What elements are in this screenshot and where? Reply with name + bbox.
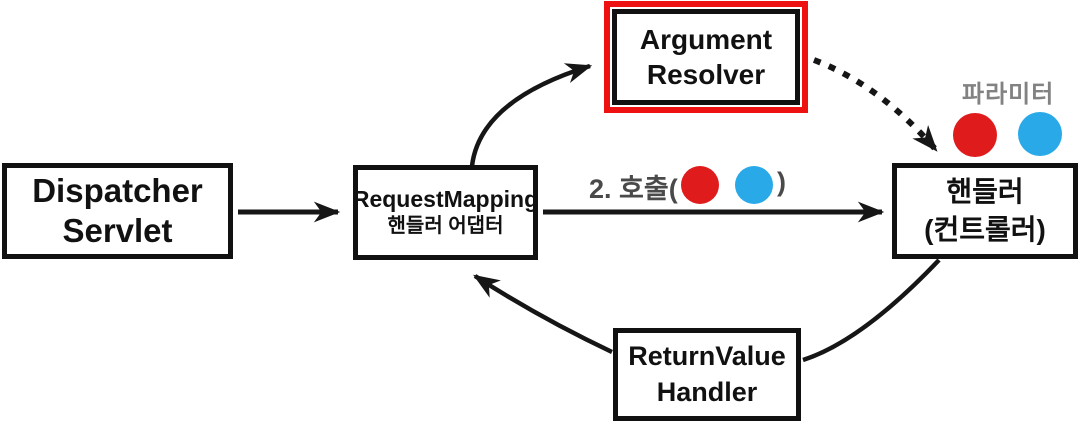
argument-resolver-highlight-frame: Argument Resolver [604, 1, 808, 113]
returnvalue-handler-label-line1: ReturnValue [628, 341, 786, 372]
requestmapping-handler-adapter-box: RequestMapping 핸들러 어댑터 [353, 165, 538, 260]
arrow-adapter-to-argument-resolver [469, 63, 593, 167]
handler-controller-box: 핸들러 (컨트롤러) [892, 163, 1078, 259]
call-arg-red-circle [681, 166, 719, 204]
handler-label-line2: (컨트롤러) [924, 214, 1046, 245]
handler-label-line1: 핸들러 [946, 176, 1024, 208]
dispatcher-servlet-box: Dispatcher Servlet [2, 163, 233, 259]
arrow-argument-resolver-to-handler-dotted [812, 57, 939, 152]
call-label-suffix: ) [777, 167, 786, 197]
handler-adapter-label-line2: 핸들러 어댑터 [387, 215, 504, 238]
dispatcher-servlet-label-line1: Dispatcher [32, 172, 203, 210]
parameter-blue-circle [1018, 112, 1062, 156]
argument-resolver-label-line1: Argument [639, 24, 773, 55]
call-label-prefix: 2. 호출( [589, 174, 678, 204]
arrow-returnvalue-to-adapter [473, 274, 613, 355]
returnvalue-handler-label-line2: Handler [656, 376, 758, 407]
dispatcher-servlet-label-line2: Servlet [62, 212, 173, 249]
parameter-red-circle [953, 113, 997, 157]
call-arg-blue-circle [735, 166, 773, 204]
arrow-handler-to-returnvalue [802, 258, 941, 363]
argument-resolver-box: Argument Resolver [612, 9, 800, 105]
parameter-label: 파라미터 [962, 81, 1055, 108]
argument-resolver-label-line2: Resolver [646, 59, 766, 90]
returnvalue-handler-box: ReturnValue Handler [613, 328, 801, 421]
handler-adapter-label-line1: RequestMapping [352, 185, 539, 212]
